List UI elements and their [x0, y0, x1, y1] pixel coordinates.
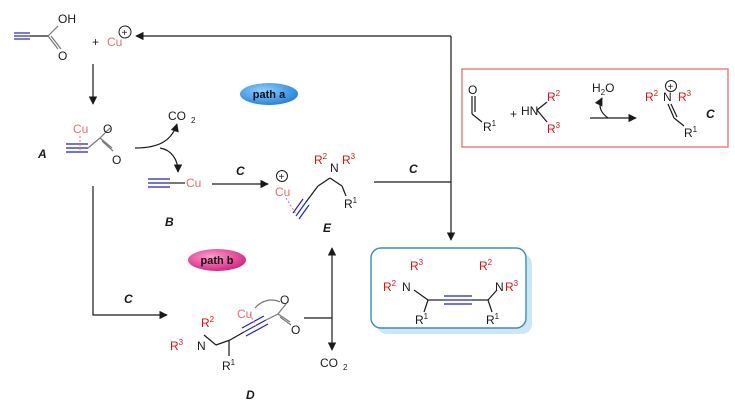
positive-charge-icon	[118, 25, 132, 39]
intermediate-E-structure	[285, 177, 347, 220]
product-right-r2: R2	[479, 258, 493, 273]
product-box-frame	[370, 247, 527, 329]
intermediate-E-charge: +	[279, 172, 285, 183]
intermediate-E-r2: R2	[314, 152, 328, 167]
intermediate-D-n: N	[197, 339, 206, 353]
iminium-plus: +	[510, 107, 517, 121]
product-right-r1: R1	[486, 312, 500, 327]
arrow-co2-release	[134, 123, 179, 149]
amine-r2: R2	[547, 89, 561, 104]
product-left-r1: R1	[415, 312, 429, 327]
co2-subscript-bottom: 2	[343, 363, 348, 372]
path-b-label: path b	[201, 255, 234, 267]
intermediate-D-carbonyl-oxygen: O	[291, 323, 300, 337]
iminium-formation-box	[461, 68, 729, 148]
product-left-r2: R2	[383, 279, 397, 294]
intermediate-D-copper: Cu	[237, 307, 252, 321]
arrow-A-to-B	[159, 147, 183, 173]
plus-sign: +	[92, 35, 99, 49]
propiolic-acid-structure	[14, 25, 62, 50]
intermediate-D-r1: R1	[222, 358, 236, 373]
iminium-r1: R1	[684, 125, 698, 140]
intermediate-E-copper: Cu	[275, 185, 290, 199]
label-B: B	[165, 215, 174, 229]
product-right-n: N	[495, 280, 504, 294]
path-b-badge	[188, 249, 246, 271]
label-A: A	[37, 147, 47, 161]
iminium-box-frame	[461, 68, 729, 148]
intermediate-D-oxygen: O	[280, 293, 289, 307]
label-E: E	[323, 221, 332, 235]
intermediate-E-charge-icon	[276, 170, 288, 182]
iminium-charge: +	[668, 82, 674, 93]
iminium-r2: R2	[645, 89, 659, 104]
reagent-C-B-to-E: C	[236, 164, 245, 178]
iminium-charge-icon	[665, 80, 677, 92]
iminium-label-C: C	[706, 107, 715, 121]
intermediate-D-r2: R2	[201, 315, 215, 330]
product-right-r3: R3	[505, 279, 519, 294]
amine-r3: R3	[547, 121, 561, 136]
intermediate-E-r1: R1	[344, 196, 358, 211]
co2-label-top: CO	[168, 109, 186, 123]
product-left-n: N	[402, 280, 411, 294]
water-label: H2O	[592, 81, 614, 97]
label-D: D	[246, 388, 255, 402]
path-a-badge	[240, 83, 298, 105]
intermediate-A-carbonyl-oxygen: O	[112, 153, 121, 167]
aldehyde-r1: R1	[483, 119, 497, 134]
arrow-A-to-D	[92, 186, 168, 320]
iminium-r3: R3	[678, 89, 692, 104]
intermediate-E-n: N	[330, 161, 339, 175]
intermediate-E-r3: R3	[342, 152, 356, 167]
hydroxyl-label: OH	[58, 12, 76, 26]
intermediate-A-oxygen: O	[103, 122, 112, 136]
product-box	[370, 247, 532, 334]
charge-plus: +	[122, 28, 128, 39]
iminium-n: N	[663, 90, 672, 104]
intermediate-B-structure	[148, 178, 185, 188]
copper-cation-label: Cu	[107, 35, 122, 49]
co2-subscript-top: 2	[191, 116, 196, 125]
amine-hn: HN	[521, 104, 538, 118]
intermediate-D-r3: R3	[170, 338, 184, 353]
intermediate-D-structure	[203, 299, 292, 356]
intermediate-A-copper: Cu	[73, 122, 88, 136]
product-left-r3: R3	[410, 258, 424, 273]
carbonyl-oxygen-label: O	[58, 49, 67, 63]
intermediate-B-copper: Cu	[186, 176, 201, 190]
reagent-C-E-to-product: C	[409, 162, 418, 176]
path-a-label: path a	[253, 89, 286, 101]
intermediate-A-structure	[66, 127, 114, 153]
reagent-C-A-to-D: C	[124, 292, 133, 306]
co2-label-bottom: CO	[320, 356, 338, 370]
aldehyde-oxygen: O	[468, 83, 477, 97]
